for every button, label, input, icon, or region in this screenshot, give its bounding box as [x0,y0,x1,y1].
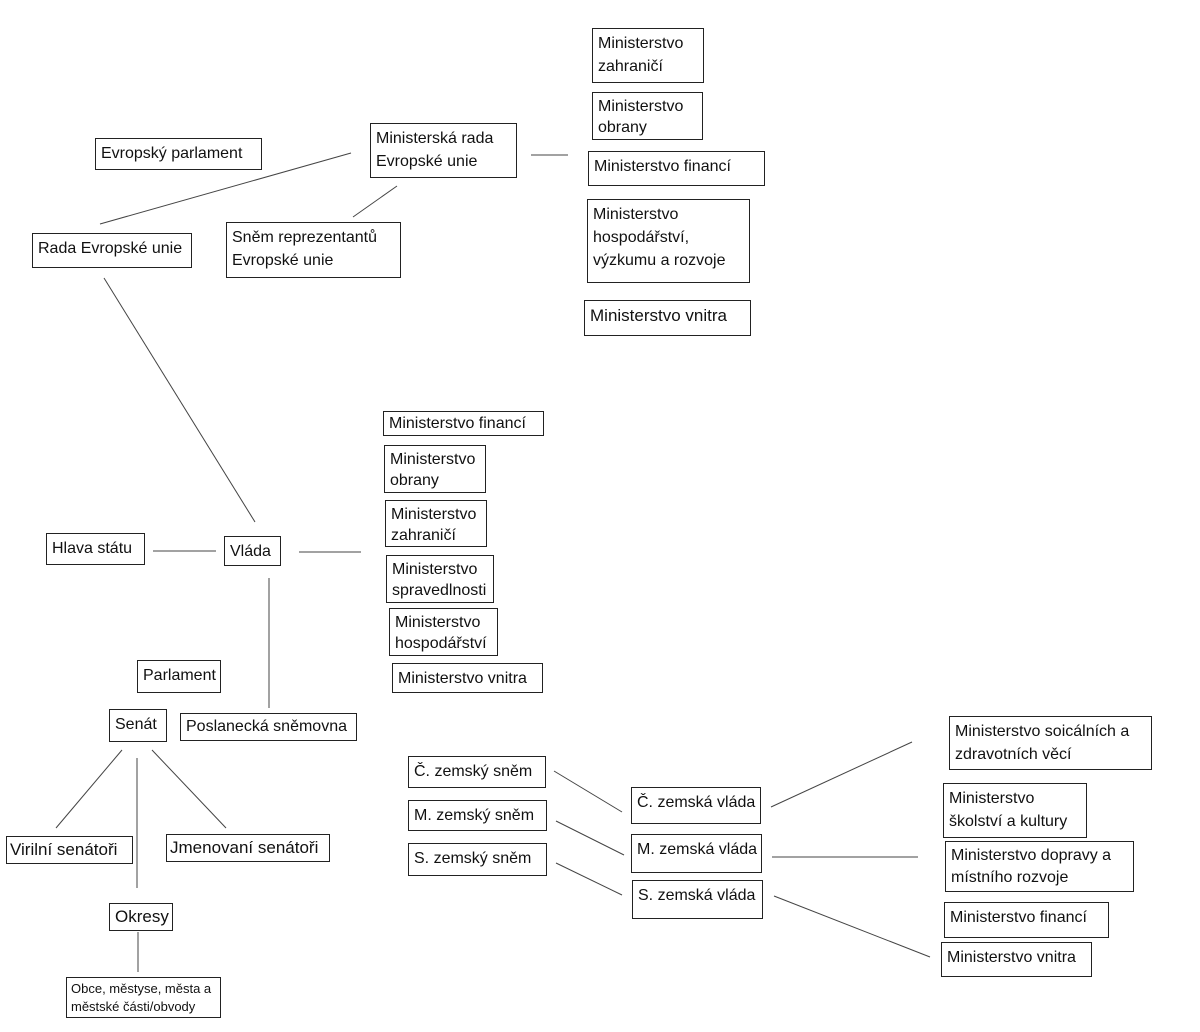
eu-parliament-label: Evropský parlament [101,145,243,162]
head-of-state-label: Hlava státu [52,540,133,557]
eu-ministerial-council-box: Ministerská rada Evropské unie [370,123,517,178]
eu-assembly-box: Sněm reprezentantů Evropské unie [226,222,401,278]
government-box: Vláda [224,536,281,566]
state-ministry-defence-label-line2: obrany [390,472,439,489]
head-of-state-box: Hlava státu [46,533,145,565]
appointed-senators-box: Jmenovaní senátoři [166,834,330,862]
land-ministry-social-label-line1: Ministerstvo soicálních a [955,723,1130,740]
state-ministry-interior-label: Ministerstvo vnitra [398,670,527,687]
connector-senate-to-appointed [151,749,227,829]
eu-ministerial-council-label-line1: Ministerská rada [376,130,494,147]
eu-ministry-foreign-label-line2: zahraničí [598,58,663,75]
eu-ministry-economy-label-line2: hospodářství, [593,229,690,246]
m-land-government-label: M. zemská vláda [637,841,758,858]
state-ministry-foreign-label-line2: zahraničí [391,527,456,544]
eu-ministry-foreign-box: Ministerstvo zahraničí [592,28,704,83]
eu-ministry-finance-box: Ministerstvo financí [588,151,765,186]
eu-ministerial-council-label-line2: Evropské unie [376,153,478,170]
eu-ministry-defence-box: Ministerstvo obrany [592,92,703,140]
districts-box: Okresy [109,903,173,931]
s-land-government-label: S. zemská vláda [638,887,756,904]
state-ministry-finance-label: Ministerstvo financí [389,415,526,432]
parliament-label: Parlament [143,667,216,684]
appointed-senators-label: Jmenovaní senátoři [170,838,319,857]
connector-s-diet-to-government [555,862,623,896]
state-ministry-economy-label-line1: Ministerstvo [395,614,481,631]
state-ministry-justice-label-line2: spravedlnosti [392,582,487,599]
eu-council-label: Rada Evropské unie [38,240,183,257]
land-ministry-finance-label: Ministerstvo financí [950,909,1087,926]
eu-parliament-box: Evropský parlament [95,138,262,170]
land-ministry-education-box: Ministerstvo školství a kultury [943,783,1087,838]
state-ministry-foreign-box: Ministerstvo zahraničí [385,500,487,547]
state-ministry-foreign-label-line1: Ministerstvo [391,506,477,523]
land-ministry-transport-label-line2: místního rozvoje [951,869,1069,886]
municipalities-box: Obce, městyse, města a městské části/obv… [66,977,221,1018]
s-land-government-box: S. zemská vláda [632,880,763,919]
chamber-of-deputies-box: Poslanecká sněmovna [180,713,357,741]
state-ministry-finance-box: Ministerstvo financí [383,411,544,436]
land-ministry-interior-box: Ministerstvo vnitra [941,942,1092,977]
land-ministry-transport-box: Ministerstvo dopravy a místního rozvoje [945,841,1134,892]
eu-ministry-foreign-label-line1: Ministerstvo [598,35,684,52]
state-ministry-interior-box: Ministerstvo vnitra [392,663,543,693]
s-land-diet-box: S. zemský sněm [408,843,547,876]
m-land-government-box: M. zemská vláda [631,834,762,873]
senate-box: Senát [109,709,167,742]
cz-land-government-label: Č. zemská vláda [637,794,756,811]
government-label: Vláda [230,543,271,560]
land-ministry-education-label-line1: Ministerstvo [949,790,1035,807]
state-ministry-economy-label-line2: hospodářství [395,635,487,652]
connector-m-diet-to-government [555,820,625,856]
eu-ministry-finance-label: Ministerstvo financí [594,158,731,175]
m-land-diet-box: M. zemský sněm [408,800,547,831]
eu-council-box: Rada Evropské unie [32,233,192,268]
land-ministry-interior-label: Ministerstvo vnitra [947,949,1076,966]
eu-ministry-interior-box: Ministerstvo vnitra [584,300,751,336]
eu-ministry-interior-label: Ministerstvo vnitra [590,306,727,325]
m-land-diet-label: M. zemský sněm [414,807,535,824]
state-ministry-economy-box: Ministerstvo hospodářství [389,608,498,656]
connector-senate-to-virile [55,749,123,829]
cz-land-diet-label: Č. zemský sněm [414,763,533,780]
chamber-of-deputies-label: Poslanecká sněmovna [186,718,347,735]
eu-ministry-economy-label-line3: výzkumu a rozvoje [593,252,726,269]
parliament-box: Parlament [137,660,221,693]
land-ministry-finance-box: Ministerstvo financí [944,902,1109,938]
virile-senators-label: Virilní senátoři [10,840,118,859]
connector-council-to-ministerial [99,152,352,225]
state-ministry-justice-box: Ministerstvo spravedlnosti [386,555,494,603]
cz-land-government-box: Č. zemská vláda [631,787,761,824]
eu-ministry-defence-label-line2: obrany [598,119,647,136]
senate-label: Senát [115,716,157,733]
eu-ministry-economy-label-line1: Ministerstvo [593,206,679,223]
state-ministry-defence-box: Ministerstvo obrany [384,445,486,493]
state-ministry-justice-label-line1: Ministerstvo [392,561,478,578]
connector-cz-government-to-ministries [770,741,913,808]
s-land-diet-label: S. zemský sněm [414,850,532,867]
eu-assembly-label-line2: Evropské unie [232,252,334,269]
land-ministry-social-label-line2: zdravotních věcí [955,746,1072,763]
districts-label: Okresy [115,907,169,926]
connector-council-to-government [103,277,256,523]
eu-ministry-economy-box: Ministerstvo hospodářství, výzkumu a roz… [587,199,750,283]
municipalities-label-line2: městské části/obvody [71,999,196,1014]
connector-ministerial-to-assembly [352,185,398,218]
eu-assembly-label-line1: Sněm reprezentantů [232,229,377,246]
virile-senators-box: Virilní senátoři [6,836,133,864]
eu-ministry-defence-label-line1: Ministerstvo [598,98,684,115]
land-ministry-social-box: Ministerstvo soicálních a zdravotních vě… [949,716,1152,770]
land-ministry-education-label-line2: školství a kultury [949,813,1068,830]
land-ministry-transport-label-line1: Ministerstvo dopravy a [951,847,1112,864]
connector-cz-diet-to-government [553,770,623,813]
municipalities-label-line1: Obce, městyse, města a [71,981,212,996]
connector-s-government-to-ministries [773,895,931,958]
state-ministry-defence-label-line1: Ministerstvo [390,451,476,468]
cz-land-diet-box: Č. zemský sněm [408,756,546,788]
